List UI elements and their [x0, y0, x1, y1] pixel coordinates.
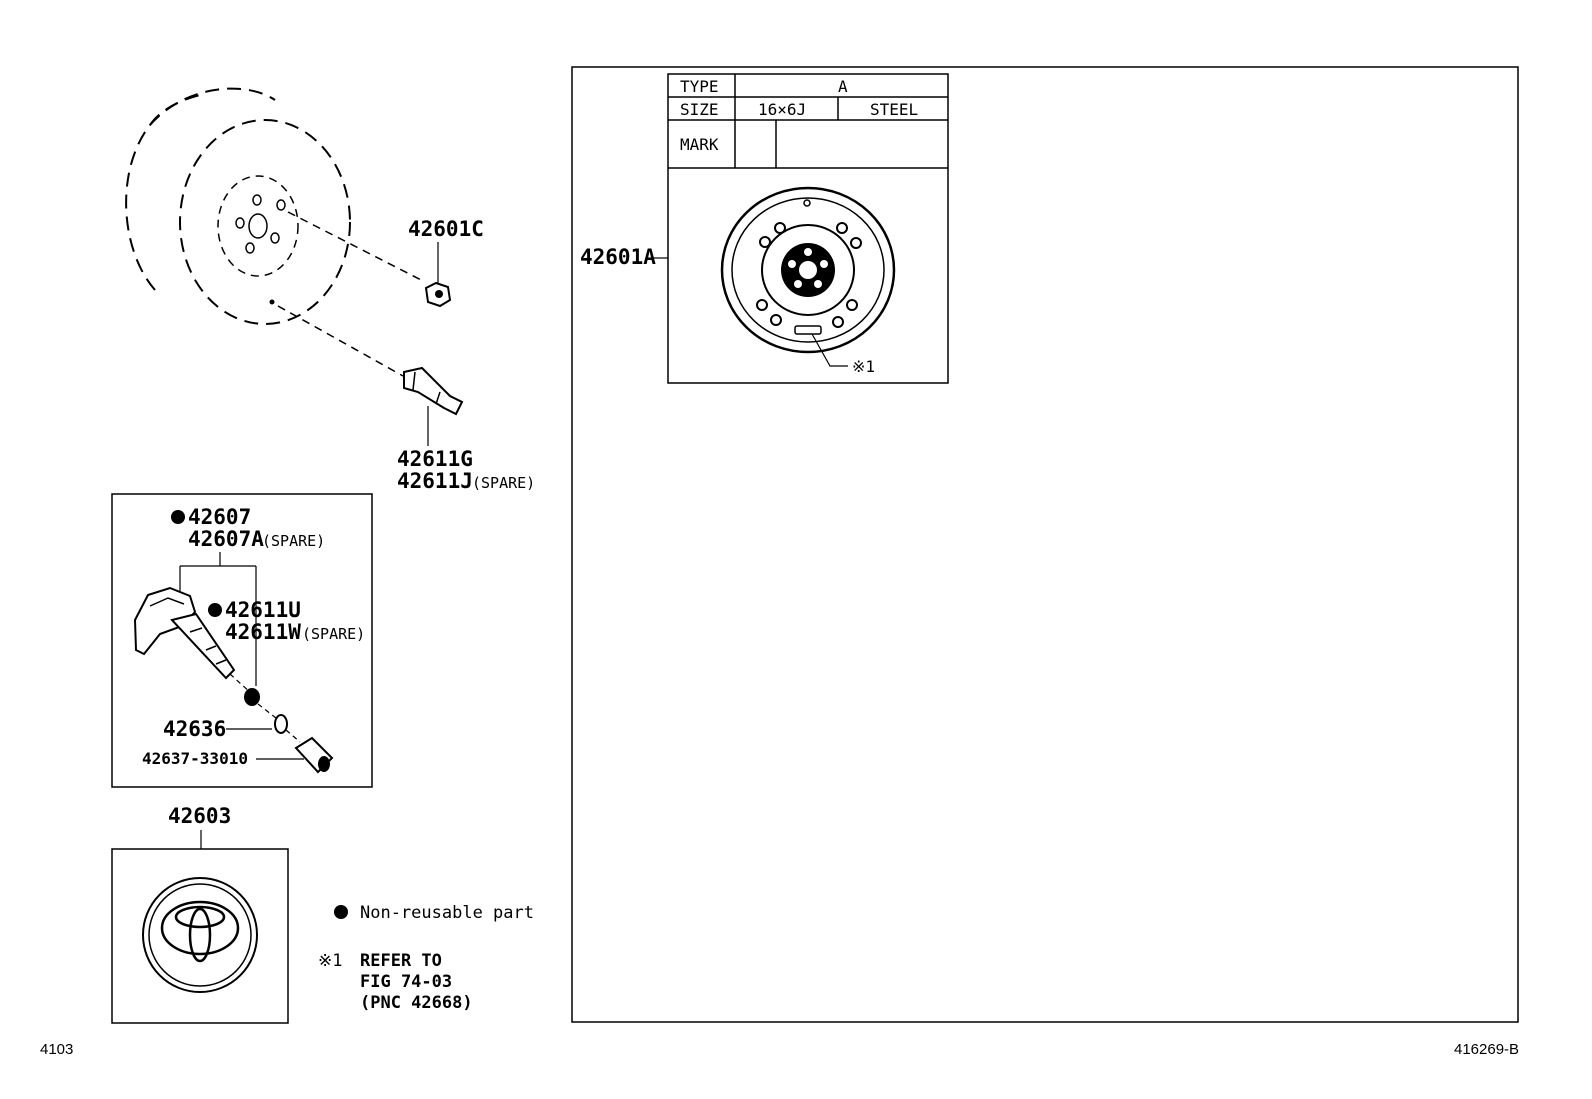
- legend-note-mark: ※1: [318, 951, 342, 971]
- part-label-washer: 42636: [163, 717, 226, 741]
- spec-table: [667, 73, 949, 384]
- legend-note-line3: (PNC 42668): [360, 993, 473, 1013]
- legend-dot-icon: [334, 905, 348, 919]
- part-label-sensor-spare: 42607A: [188, 527, 264, 551]
- wheel-assembly-illustration: [125, 87, 426, 377]
- washer-dash: [285, 729, 301, 743]
- wheel-nut-icon: [424, 242, 452, 308]
- sensor-bracket-leader: [179, 552, 257, 686]
- part-label-sensor-valve: 42611U: [225, 598, 301, 622]
- non-reusable-dot-icon: [171, 510, 185, 524]
- sensor-kit-box: [111, 493, 373, 788]
- spare-note-valve: (SPARE): [472, 474, 535, 492]
- tpms-sensor-icon: [133, 586, 253, 695]
- spec-mark-label: MARK: [680, 135, 719, 154]
- part-label-sensor-valve-spare: 42611W: [225, 620, 301, 644]
- spec-size-value: 16×6J: [758, 100, 806, 119]
- part-label-steel-wheel: 42601A: [580, 245, 656, 269]
- footer-right-code: 416269-B: [1454, 1041, 1519, 1058]
- grommet-icon: [244, 688, 277, 719]
- part-label-wheel-nut: 42601C: [408, 217, 484, 241]
- spare-note-sensor: (SPARE): [262, 532, 325, 550]
- toyota-emblem-icon: [142, 877, 258, 993]
- part-label-sensor: 42607: [188, 505, 251, 529]
- part-label-cap: 42637-33010: [142, 749, 248, 768]
- non-reusable-dot-icon: [208, 603, 222, 617]
- legend-note-line1: REFER TO: [360, 951, 442, 971]
- part-label-valve-spare: 42611J: [397, 469, 473, 493]
- steel-wheel-icon: [720, 186, 896, 367]
- part-label-valve: 42611G: [397, 447, 473, 471]
- spec-material: STEEL: [870, 100, 918, 119]
- mark-callout: ※1: [852, 357, 875, 376]
- spare-note-sensor-valve: (SPARE): [302, 625, 365, 643]
- wheel-spec-frame: [571, 66, 1519, 1023]
- spec-type-label: TYPE: [680, 77, 719, 96]
- legend-non-reusable: Non-reusable part: [360, 903, 534, 923]
- part-label-ornament: 42603: [168, 804, 231, 828]
- valve-stem-icon: [403, 366, 464, 446]
- legend-note-line2: FIG 74-03: [360, 972, 452, 992]
- spec-size-label: SIZE: [680, 100, 719, 119]
- footer-left-code: 4103: [40, 1041, 73, 1058]
- valve-cap-icon: [294, 736, 334, 774]
- spec-type-value: A: [838, 77, 848, 96]
- washer-icon: [274, 714, 288, 734]
- ornament-box: [111, 848, 289, 1024]
